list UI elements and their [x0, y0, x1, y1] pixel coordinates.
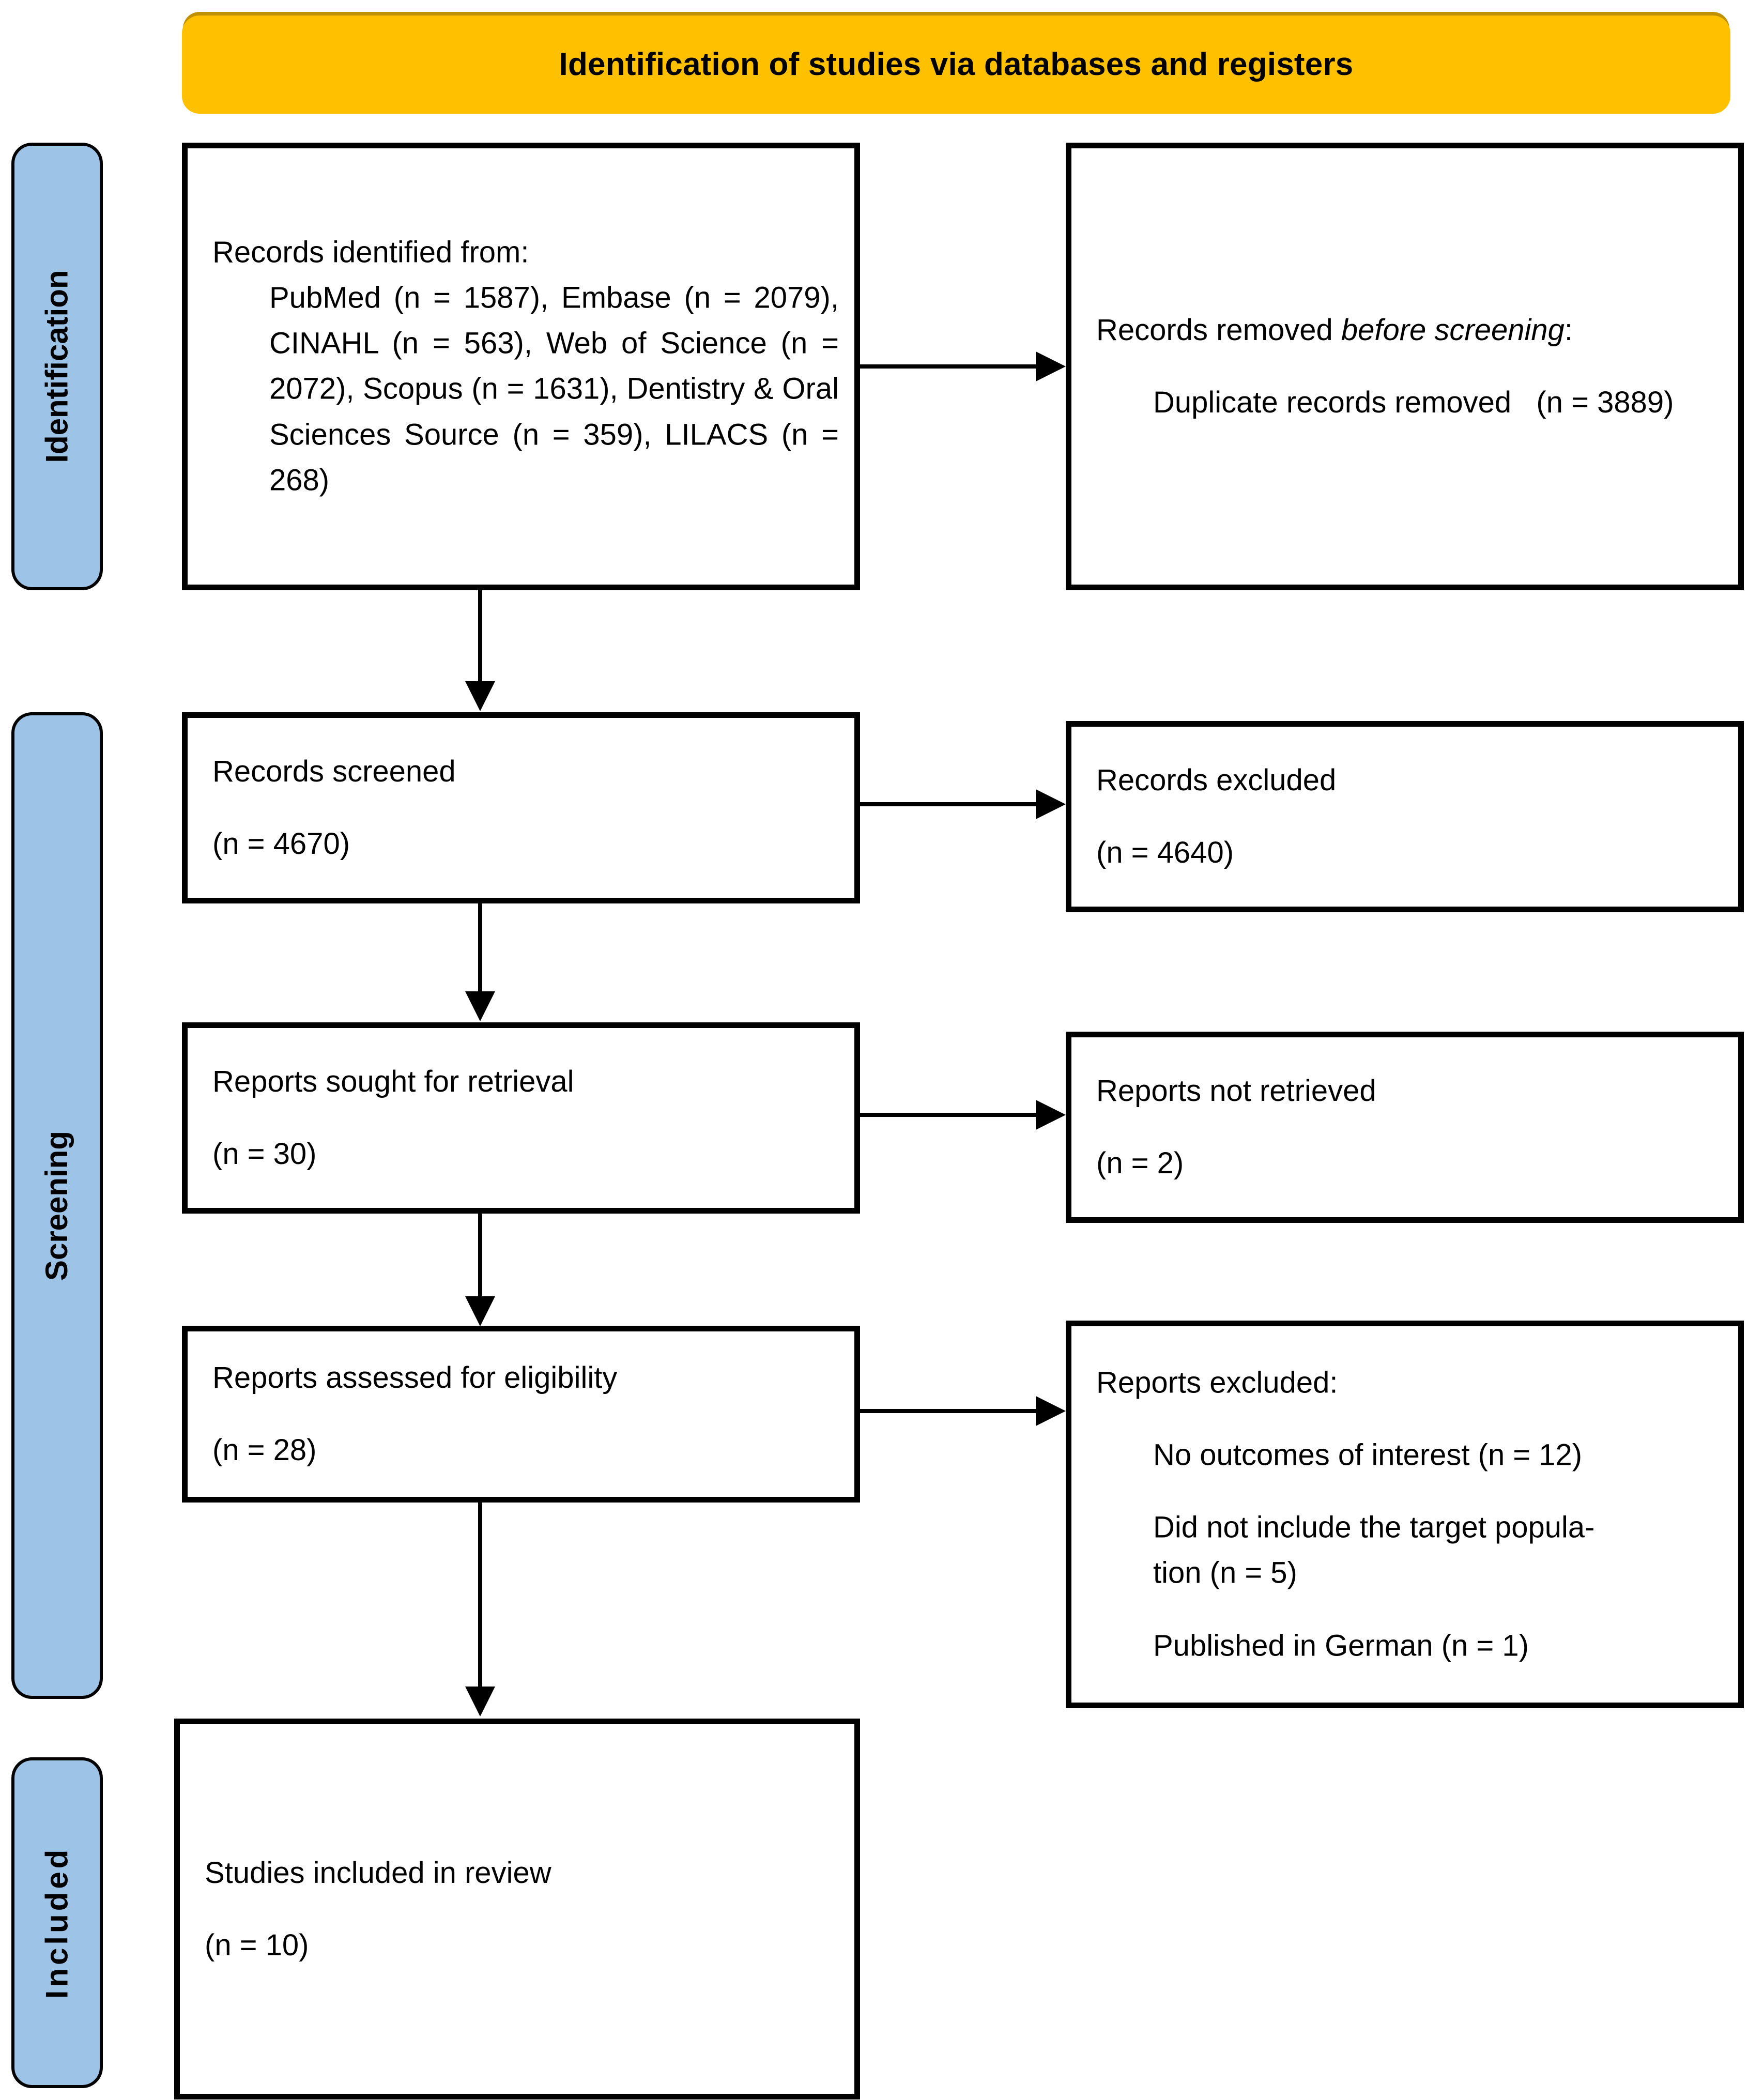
- box-records-excluded: Records excluded (n = 4640): [1066, 721, 1744, 912]
- connector-identified-to-screened: [478, 590, 482, 683]
- arrow-identified-to-removed: [1036, 351, 1066, 381]
- reports-excluded-reason: Did not include the target popula-: [1153, 1510, 1595, 1544]
- records-removed-heading-suffix: :: [1564, 313, 1573, 347]
- reports-excluded-reason: Published in German (n = 1): [1153, 1629, 1529, 1663]
- box-studies-included: Studies included in review (n = 10): [174, 1719, 860, 2099]
- banner-title: Identification of studies via databases …: [559, 46, 1354, 82]
- records-removed-heading-italic: before screening: [1341, 313, 1564, 347]
- records-removed-detail: Duplicate records removed (n = 3889): [1153, 386, 1674, 419]
- box-reports-assessed: Reports assessed for eligibility (n = 28…: [182, 1326, 860, 1503]
- box-reports-sought: Reports sought for retrieval (n = 30): [182, 1022, 860, 1214]
- identification-banner: Identification of studies via databases …: [182, 16, 1730, 114]
- records-screened-label: Records screened: [212, 754, 456, 788]
- box-records-screened: Records screened (n = 4670): [182, 712, 860, 903]
- stage-included-text: Included: [39, 1846, 74, 1999]
- connector-screened-to-sought: [478, 903, 482, 992]
- connector-identified-to-removed: [860, 364, 1036, 369]
- records-excluded-count: (n = 4640): [1096, 836, 1234, 869]
- arrow-identified-to-screened: [465, 681, 495, 711]
- records-excluded-label: Records excluded: [1096, 763, 1337, 797]
- connector-sought-to-notretrieved: [860, 1113, 1036, 1117]
- arrow-assessed-to-repexcluded: [1036, 1396, 1066, 1426]
- records-removed-heading-prefix: Records removed: [1096, 313, 1341, 347]
- stage-label-identification: Identification: [11, 143, 103, 590]
- connector-sought-to-assessed: [478, 1214, 482, 1297]
- records-identified-heading: Records identified from:: [212, 235, 529, 269]
- arrow-assessed-to-included: [465, 1687, 495, 1716]
- reports-not-retrieved-label: Reports not retrieved: [1096, 1074, 1376, 1108]
- reports-excluded-reason: tion (n = 5): [1153, 1556, 1297, 1590]
- studies-included-label: Studies included in review: [205, 1856, 551, 1890]
- studies-included-count: (n = 10): [205, 1928, 309, 1962]
- box-reports-not-retrieved: Reports not retrieved (n = 2): [1066, 1032, 1744, 1223]
- arrow-sought-to-notretrieved: [1036, 1100, 1066, 1130]
- arrow-sought-to-assessed: [465, 1296, 495, 1326]
- records-screened-count: (n = 4670): [212, 827, 350, 861]
- stage-identification-text: Identification: [39, 270, 74, 463]
- reports-assessed-count: (n = 28): [212, 1433, 317, 1467]
- reports-not-retrieved-count: (n = 2): [1096, 1146, 1184, 1180]
- connector-screened-to-excluded: [860, 802, 1036, 806]
- reports-assessed-label: Reports assessed for eligibility: [212, 1360, 618, 1394]
- reports-excluded-heading: Reports excluded:: [1096, 1366, 1338, 1400]
- connector-assessed-to-repexcluded: [860, 1409, 1036, 1413]
- stage-screening-text: Screening: [39, 1130, 74, 1281]
- records-identified-detail: PubMed (n = 1587), Embase (n = 2079), CI…: [269, 281, 848, 497]
- box-reports-excluded: Reports excluded: No outcomes of interes…: [1066, 1321, 1744, 1708]
- reports-excluded-reason: No outcomes of interest (n = 12): [1153, 1438, 1583, 1472]
- stage-label-included: Included: [11, 1757, 103, 2088]
- box-records-removed: Records removed before screening: Duplic…: [1066, 143, 1744, 590]
- box-records-identified: Records identified from: PubMed (n = 158…: [182, 143, 860, 590]
- arrow-screened-to-excluded: [1036, 789, 1066, 819]
- arrow-screened-to-sought: [465, 991, 495, 1021]
- reports-sought-count: (n = 30): [212, 1137, 317, 1171]
- reports-sought-label: Reports sought for retrieval: [212, 1064, 574, 1098]
- records-removed-heading: Records removed before screening:: [1096, 308, 1723, 353]
- stage-label-screening: Screening: [11, 712, 103, 1699]
- connector-assessed-to-included: [478, 1503, 482, 1689]
